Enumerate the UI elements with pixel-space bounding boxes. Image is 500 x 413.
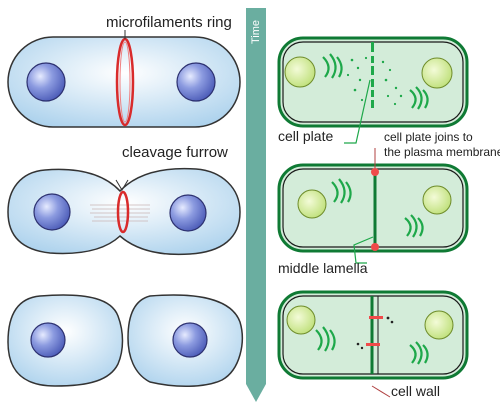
plant-nucleus-right-3 xyxy=(424,310,454,340)
plant-cell-stage-3 xyxy=(277,290,469,380)
contracting-ring xyxy=(116,190,130,234)
golgi-2 xyxy=(409,86,429,110)
cell-plate-label: cell plate xyxy=(278,128,333,144)
nucleus-left-1 xyxy=(26,62,66,102)
time-arrow: Time xyxy=(246,8,266,402)
plant-cell-stage-2 xyxy=(277,163,469,253)
plasmodesmata xyxy=(356,316,394,350)
cell-plate-joins-label-1: cell plate joins to xyxy=(384,130,473,144)
nucleus-right-2 xyxy=(169,194,207,232)
middle-lamella-label: middle lamella xyxy=(278,260,368,276)
plant-nucleus-right-1 xyxy=(421,57,453,89)
annotation-leaders xyxy=(344,79,391,398)
animal-cell-stage-3 xyxy=(7,294,243,388)
animal-cell-stage-2: cleavage furrow xyxy=(7,144,241,256)
nucleus-right-3 xyxy=(172,322,208,358)
nucleus-right-1 xyxy=(176,62,216,102)
plant-nucleus-left-1 xyxy=(284,56,316,88)
cell-wall-label: cell wall xyxy=(391,383,440,399)
microfilaments-ring-label: microfilaments ring xyxy=(106,14,232,31)
plant-nucleus-left-3 xyxy=(286,305,316,335)
plant-cell-stage-1 xyxy=(277,36,469,128)
junction-marker-bottom xyxy=(371,243,379,251)
nucleus-left-2 xyxy=(33,193,71,231)
animal-cell-stage-1: microfilaments ring xyxy=(7,14,241,128)
cleavage-furrow-label: cleavage furrow xyxy=(122,144,228,161)
forming-cell-plate xyxy=(371,42,374,108)
time-label: Time xyxy=(250,20,262,44)
golgi-1 xyxy=(322,53,343,79)
junction-marker-top xyxy=(371,168,379,176)
plant-nucleus-left-2 xyxy=(297,189,327,219)
vesicles xyxy=(346,56,403,106)
cell-plate-joins-label-2: the plasma membrane xyxy=(384,145,500,159)
plant-nucleus-right-2 xyxy=(422,185,452,215)
nucleus-left-3 xyxy=(30,322,66,358)
